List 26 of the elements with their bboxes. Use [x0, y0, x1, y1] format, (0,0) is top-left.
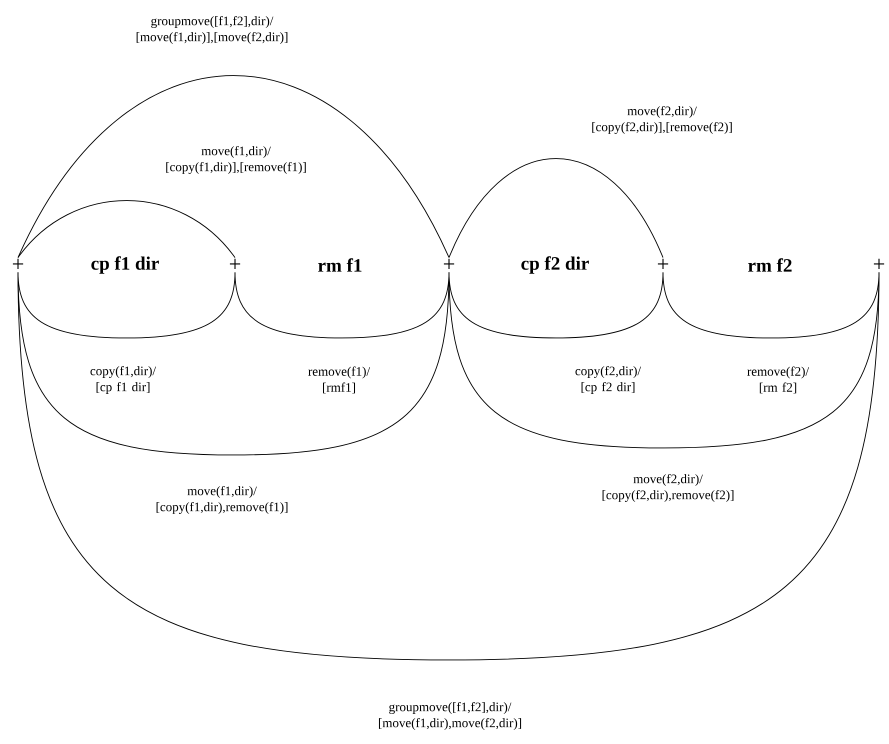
arc [448, 272, 880, 448]
arc [448, 158, 664, 258]
edge-label: remove(f2)/ [rm f2] [747, 366, 810, 394]
word-label: rm f2 [748, 258, 792, 272]
plus-vertex: + [444, 258, 454, 270]
arc [234, 272, 450, 338]
word-label: rm f1 [318, 258, 362, 272]
edge-label: move(f1,dir)/ [copy(f1,dir)],[remove(f1)] [166, 146, 306, 174]
plus-vertex: + [12, 258, 24, 270]
edge-label: copy(f2,dir)/ [cp f2 dir] [575, 366, 642, 394]
arc [18, 75, 450, 258]
arc [662, 272, 880, 338]
word-label: cp f1 dir [91, 256, 159, 274]
edge-label: groupmove([f1,f2],dir)/ [move(f1,dir)],[move(f2,dir)] [136, 16, 288, 44]
plus-vertex: + [874, 258, 884, 270]
edge-label: groupmove([f1,f2],dir)/ [move(f1,dir),move(f2,dir)] [378, 702, 522, 730]
edge-label: move(f2,dir)/ [copy(f2,dir)],[remove(f2)] [592, 106, 732, 134]
word-label: cp f2 dir [521, 256, 589, 274]
edge-label: move(f2,dir)/ [copy(f2,dir),remove(f2)] [602, 474, 734, 502]
arc [18, 272, 880, 660]
edge-label: remove(f1)/ [rmf1] [308, 366, 370, 394]
arc [18, 200, 236, 258]
plus-vertex: + [658, 258, 668, 270]
edge-label: copy(f1,dir)/ [cp f1 dir] [90, 366, 156, 394]
edge-label: move(f1,dir)/ [copy(f1,dir),remove(f1)] [156, 486, 288, 514]
plus-vertex: + [230, 258, 240, 270]
